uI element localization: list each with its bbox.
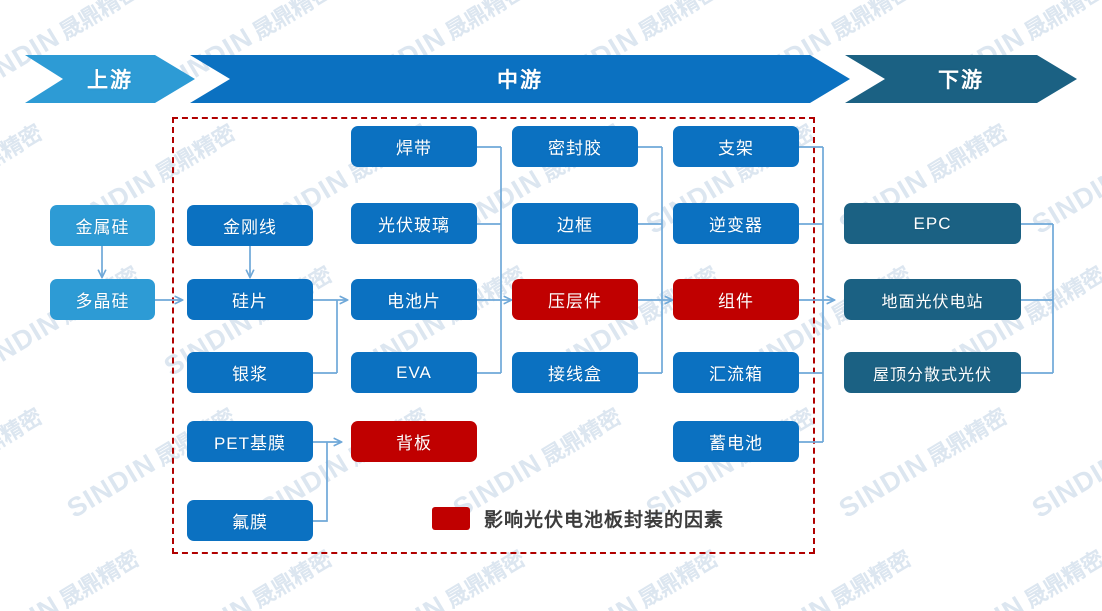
node-label: EPC <box>913 213 952 233</box>
node-label: 支架 <box>718 139 754 158</box>
watermark-tile: SINDIN 晟鼎精密 <box>931 545 1102 611</box>
node-mid-col2-0[interactable]: 焊带 <box>351 126 477 167</box>
node-label: 地面光伏电站 <box>881 293 984 311</box>
legend: 影响光伏电池板封装的因素 <box>432 505 724 532</box>
watermark-tile: SINDIN 晟鼎精密 <box>0 119 47 187</box>
node-mid-col3-0[interactable]: 密封胶 <box>512 126 638 167</box>
banner-midstream: 中游 <box>190 55 850 103</box>
node-label: 焊带 <box>396 139 432 158</box>
node-label: EVA <box>396 362 432 382</box>
node-label: 电池片 <box>387 292 441 311</box>
node-mid-col4-3[interactable]: 汇流箱 <box>673 352 799 393</box>
value-chain-banner: 上游 中游 下游 <box>0 55 1102 103</box>
node-label: 组件 <box>718 292 754 311</box>
midstream-highlight-region <box>172 117 815 554</box>
node-label: 金刚线 <box>223 218 277 237</box>
node-mid-col2-2[interactable]: 电池片 <box>351 279 477 320</box>
node-label: 金属硅 <box>75 218 130 237</box>
node-mid-col1-0[interactable]: 金刚线 <box>187 205 313 246</box>
node-mid-col4-2[interactable]: 组件 <box>673 279 799 320</box>
node-label: 边框 <box>557 216 593 235</box>
banner-upstream-label: 上游 <box>87 69 133 92</box>
node-mid-col2-4[interactable]: 背板 <box>351 421 477 462</box>
node-mid-col4-4[interactable]: 蓄电池 <box>673 421 799 462</box>
node-mid-col1-3[interactable]: PET基膜 <box>187 421 313 462</box>
node-label: 银浆 <box>232 365 268 384</box>
node-label: 汇流箱 <box>709 365 763 384</box>
node-mid-col2-3[interactable]: EVA <box>351 352 477 393</box>
node-mid-col1-2[interactable]: 银浆 <box>187 352 313 393</box>
banner-upstream: 上游 <box>25 55 195 103</box>
node-label: 蓄电池 <box>709 434 763 453</box>
node-mid-col3-3[interactable]: 接线盒 <box>512 352 638 393</box>
watermark-tile: SINDIN 晟鼎精密 <box>0 403 47 471</box>
node-mid-col1-1[interactable]: 硅片 <box>187 279 313 320</box>
node-mid-col4-1[interactable]: 逆变器 <box>673 203 799 244</box>
banner-downstream: 下游 <box>845 55 1077 103</box>
node-mid-col2-1[interactable]: 光伏玻璃 <box>351 203 477 244</box>
node-downstream-0[interactable]: EPC <box>844 203 1021 244</box>
watermark-tile: SINDIN 晟鼎精密 <box>1026 163 1102 240</box>
node-mid-col1-4[interactable]: 氟膜 <box>187 500 313 541</box>
node-label: 逆变器 <box>709 216 763 235</box>
legend-label: 影响光伏电池板封装的因素 <box>484 510 725 531</box>
node-downstream-1[interactable]: 地面光伏电站 <box>844 279 1021 320</box>
node-mid-col3-2[interactable]: 压层件 <box>512 279 638 320</box>
node-label: PET基膜 <box>213 434 287 453</box>
node-label: 多晶硅 <box>75 292 130 311</box>
banner-midstream-label: 中游 <box>497 69 543 92</box>
node-label: 硅片 <box>232 292 268 311</box>
node-upstream-0[interactable]: 金属硅 <box>50 205 155 246</box>
legend-swatch-highlight <box>432 507 470 530</box>
node-label: 压层件 <box>548 292 602 311</box>
node-upstream-1[interactable]: 多晶硅 <box>50 279 155 320</box>
node-label: 密封胶 <box>548 139 602 158</box>
watermark-tile: SINDIN 晟鼎精密 <box>833 403 1012 524</box>
node-downstream-2[interactable]: 屋顶分散式光伏 <box>844 352 1021 393</box>
node-label: 光伏玻璃 <box>378 216 450 235</box>
node-label: 背板 <box>396 434 432 453</box>
banner-downstream-label: 下游 <box>938 69 984 92</box>
watermark-tile: SINDIN 晟鼎精密 <box>1026 447 1102 524</box>
node-mid-col3-1[interactable]: 边框 <box>512 203 638 244</box>
node-mid-col4-0[interactable]: 支架 <box>673 126 799 167</box>
watermark-tile: SINDIN 晟鼎精密 <box>0 545 144 611</box>
watermark-tile: SINDIN 晟鼎精密 <box>0 262 144 382</box>
node-label: 氟膜 <box>232 513 268 532</box>
node-label: 屋顶分散式光伏 <box>872 366 992 384</box>
node-label: 接线盒 <box>548 365 602 384</box>
